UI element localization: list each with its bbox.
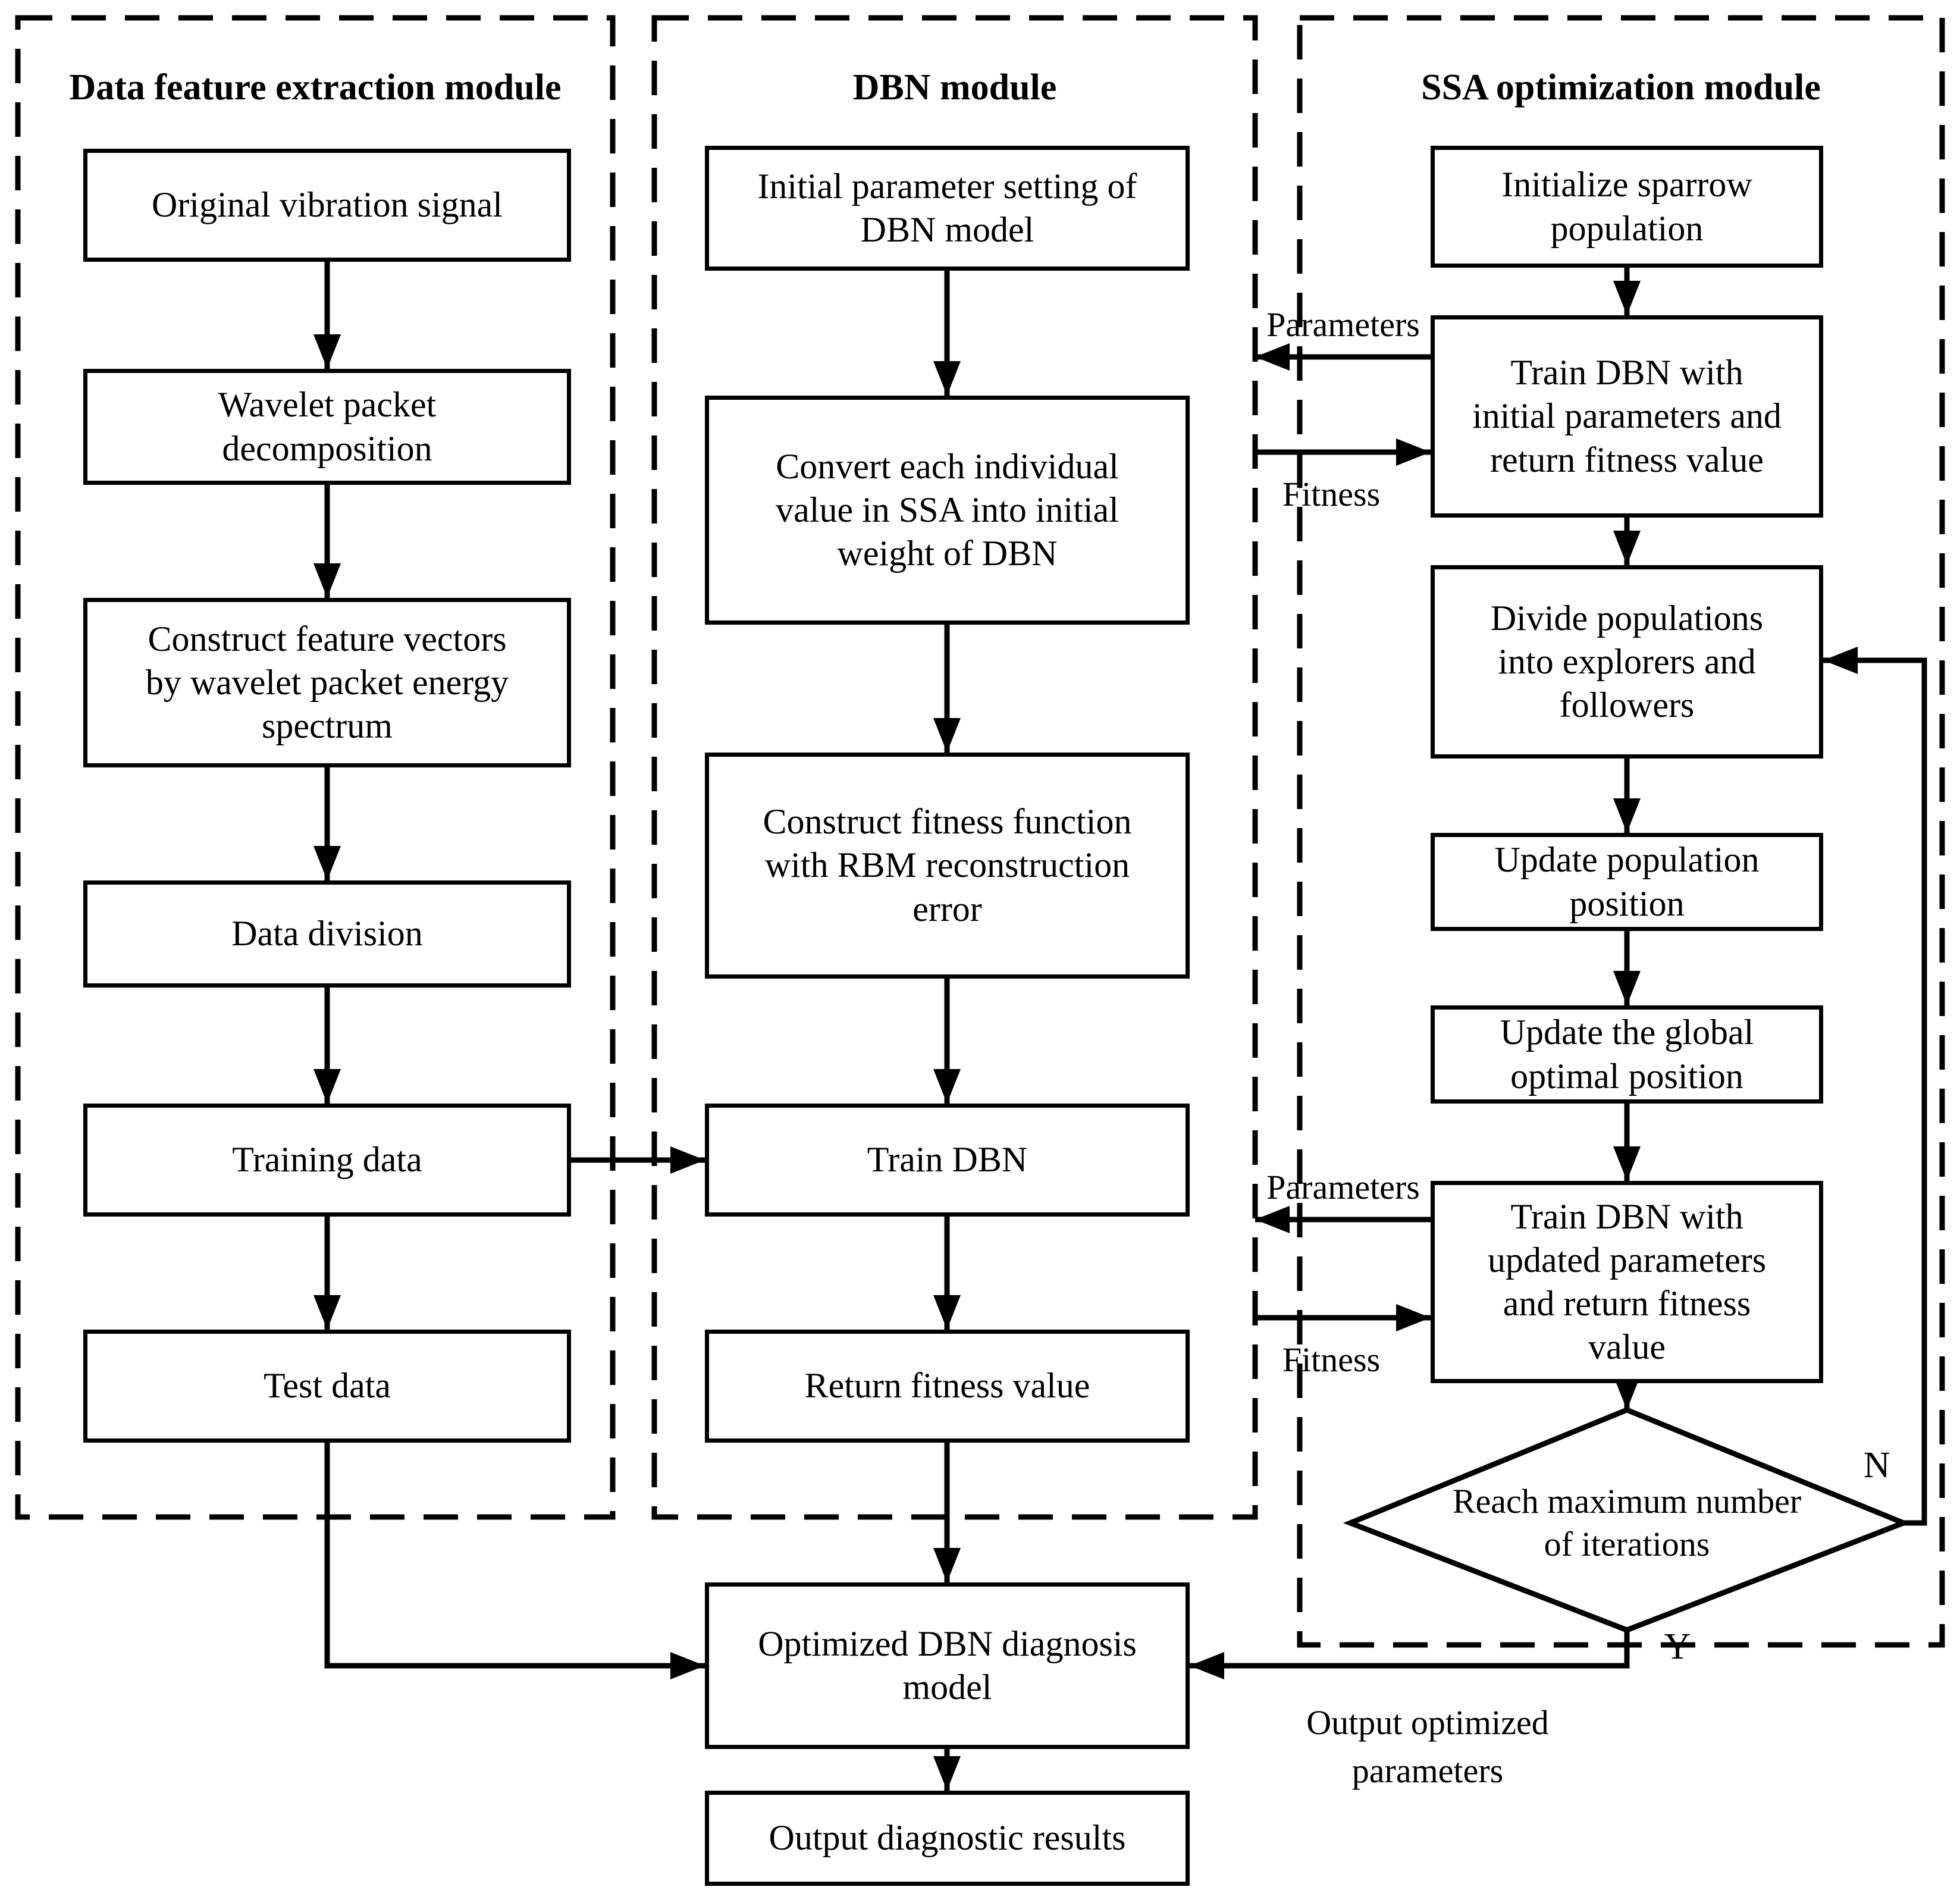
- arrow-no-feedback-loop: [1823, 647, 1927, 1526]
- arrow-test-to-optimized-model: [324, 1443, 705, 1679]
- box-training-data: Training data: [83, 1104, 571, 1217]
- label-fitness-bottom: Fitness: [1282, 1340, 1381, 1379]
- box-update-global-optimal-position: Update the global optimal position: [1431, 1005, 1823, 1104]
- title-dbn-module: DBN module: [852, 67, 1057, 108]
- label-parameters-top: Parameters: [1266, 305, 1420, 344]
- box-return-fitness-value: Return fitness value: [705, 1330, 1190, 1443]
- box-output-diagnostic-results: Output diagnostic results: [705, 1791, 1190, 1886]
- module-frame-dbn: [651, 15, 1258, 1520]
- box-train-dbn: Train DBN: [705, 1104, 1190, 1217]
- box-divide-populations: Divide populations into explorers and fo…: [1431, 565, 1823, 758]
- box-original-vibration-signal: Original vibration signal: [83, 149, 571, 262]
- label-decision-yes: Y: [1664, 1626, 1691, 1667]
- title-ssa-module: SSA optimization module: [1421, 67, 1821, 108]
- box-data-division: Data division: [83, 880, 571, 988]
- box-initial-parameter-setting: Initial parameter setting of DBN model: [705, 146, 1190, 271]
- box-train-dbn-updated-parameters: Train DBN with updated parameters and re…: [1431, 1181, 1823, 1383]
- box-construct-feature-vectors: Construct feature vectors by wavelet pac…: [83, 598, 571, 767]
- decision-reach-max-iterations: Reach maximum number of iterations: [1452, 1481, 1802, 1564]
- box-update-population-position: Update population position: [1431, 833, 1823, 931]
- box-train-dbn-initial-parameters: Train DBN with initial parameters and re…: [1431, 315, 1823, 518]
- box-optimized-dbn-diagnosis-model: Optimized DBN diagnosis model: [705, 1582, 1190, 1749]
- box-wavelet-packet-decomposition: Wavelet packet decomposition: [83, 369, 571, 485]
- module-frame-ssa: [1297, 15, 1945, 1648]
- label-output-optimized-parameters: Output optimized parameters: [1306, 1703, 1549, 1791]
- label-parameters-bottom: Parameters: [1266, 1168, 1420, 1206]
- box-initialize-sparrow-population: Initialize sparrow population: [1431, 146, 1823, 268]
- box-construct-fitness-function: Construct fitness function with RBM reco…: [705, 753, 1190, 979]
- label-fitness-top: Fitness: [1282, 475, 1381, 513]
- box-test-data: Test data: [83, 1330, 571, 1443]
- arrow-yes-to-optimized-model: [1190, 1630, 1630, 1679]
- box-convert-individual-value: Convert each individual value in SSA int…: [705, 396, 1190, 625]
- module-frame-feature-extraction: [15, 15, 616, 1520]
- title-feature-extraction-module: Data feature extraction module: [69, 67, 562, 108]
- label-decision-no: N: [1863, 1445, 1890, 1485]
